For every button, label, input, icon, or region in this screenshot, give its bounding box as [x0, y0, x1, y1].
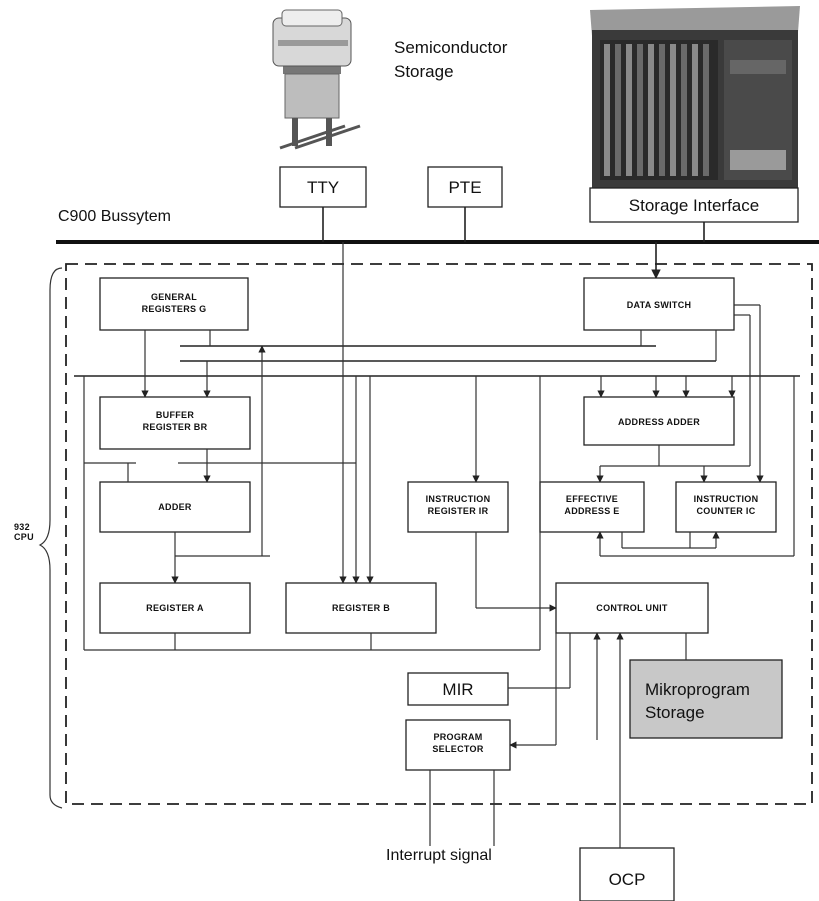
effective-address-block	[539, 481, 645, 533]
mir-box	[407, 672, 509, 706]
register-a-label: REGISTER A	[146, 603, 204, 613]
rack-slot	[604, 44, 610, 176]
instruction-counter-block	[675, 481, 777, 533]
rack-slot	[615, 44, 621, 176]
rack-slot	[670, 44, 676, 176]
rack-slot	[681, 44, 687, 176]
program-selector-block	[405, 719, 511, 771]
general-registers-block	[99, 277, 249, 331]
rack-slot	[626, 44, 632, 176]
storage-rack-image	[590, 6, 800, 190]
data-switch-label: DATA SWITCH	[627, 300, 692, 310]
ocp-label: OCP	[609, 870, 646, 889]
rack-slot	[659, 44, 665, 176]
register-a-block	[99, 582, 251, 634]
pte-label: PTE	[448, 178, 481, 197]
teletype-printer-image	[272, 9, 361, 150]
tty-label: TTY	[307, 178, 339, 197]
register-b-label: REGISTER B	[332, 603, 390, 613]
microprogram-storage-box	[629, 659, 783, 739]
rack-slot	[703, 44, 709, 176]
adder-block	[99, 481, 251, 533]
tty-box	[279, 166, 367, 208]
pte-box	[427, 166, 503, 208]
address-adder-block	[583, 396, 735, 446]
data-switch-block	[583, 277, 735, 331]
rack-slot	[692, 44, 698, 176]
rack-slot	[637, 44, 643, 176]
adder-label: ADDER	[158, 502, 192, 512]
rack-slot	[648, 44, 654, 176]
interrupt-signal-label: Interrupt signal	[386, 847, 492, 864]
bus-label: C900 Bussytem	[58, 208, 171, 225]
storage-interface-box	[589, 187, 799, 223]
mir-label: MIR	[442, 680, 473, 699]
storage-interface-label: Storage Interface	[629, 196, 759, 215]
address-adder-label: ADDRESS ADDER	[618, 417, 700, 427]
register-b-block	[285, 582, 437, 634]
buffer-register-block	[99, 396, 251, 450]
cpu-frame	[65, 263, 813, 805]
ocp-box	[579, 847, 675, 901]
internal-connections	[74, 242, 800, 848]
control-unit-label: CONTROL UNIT	[596, 603, 668, 613]
control-unit-block	[555, 582, 709, 634]
instruction-register-block	[407, 481, 509, 533]
